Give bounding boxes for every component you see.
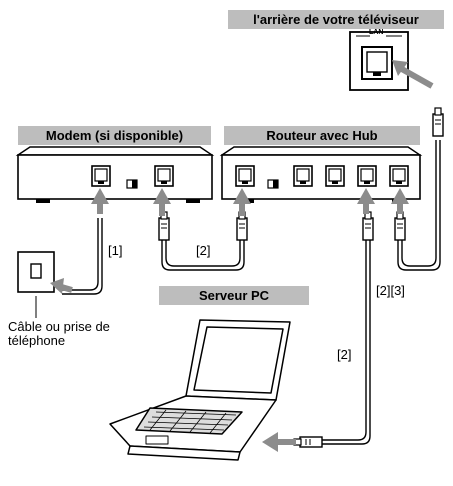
- lan-label: LAN: [369, 29, 384, 36]
- phone-label: Câble ou prise de téléphone: [8, 320, 110, 348]
- tv-rear-label-text: l'arrière de votre téléviseur: [253, 12, 419, 27]
- cable-label-2-left: [2]: [196, 243, 211, 258]
- modem-label: Modem (si disponible): [18, 126, 211, 145]
- server-label: Serveur PC: [159, 286, 309, 305]
- router-label: Routeur avec Hub: [224, 126, 420, 145]
- cable-label-2-pc: [2]: [337, 347, 352, 362]
- phone-label-line2: téléphone: [8, 333, 66, 348]
- cable-lines: [62, 140, 441, 445]
- cable-label-2-3: [2][3]: [376, 283, 405, 298]
- server-label-text: Serveur PC: [198, 288, 270, 303]
- router-label-text: Routeur avec Hub: [266, 128, 378, 143]
- modem-label-text: Modem (si disponible): [45, 128, 184, 143]
- modem-device: [15, 146, 215, 203]
- phone-label-line1: Câble ou prise de: [8, 319, 110, 334]
- wall-jack: [17, 251, 55, 293]
- tv-rear-label: l'arrière de votre téléviseur: [228, 10, 444, 29]
- router-device: [219, 146, 423, 203]
- cable-label-1: [1]: [108, 243, 123, 258]
- connection-arrows: [50, 60, 434, 452]
- laptop-pc: [109, 319, 291, 461]
